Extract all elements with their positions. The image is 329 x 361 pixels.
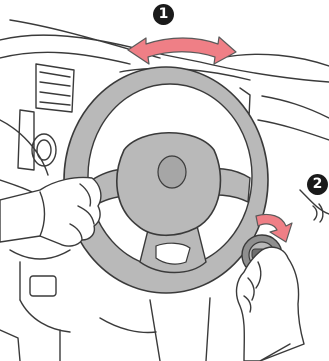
step-2-badge: 2 (307, 174, 328, 195)
curved-double-arrow-icon (128, 37, 236, 64)
step-1-badge: 1 (153, 4, 174, 25)
left-hand (0, 178, 101, 247)
